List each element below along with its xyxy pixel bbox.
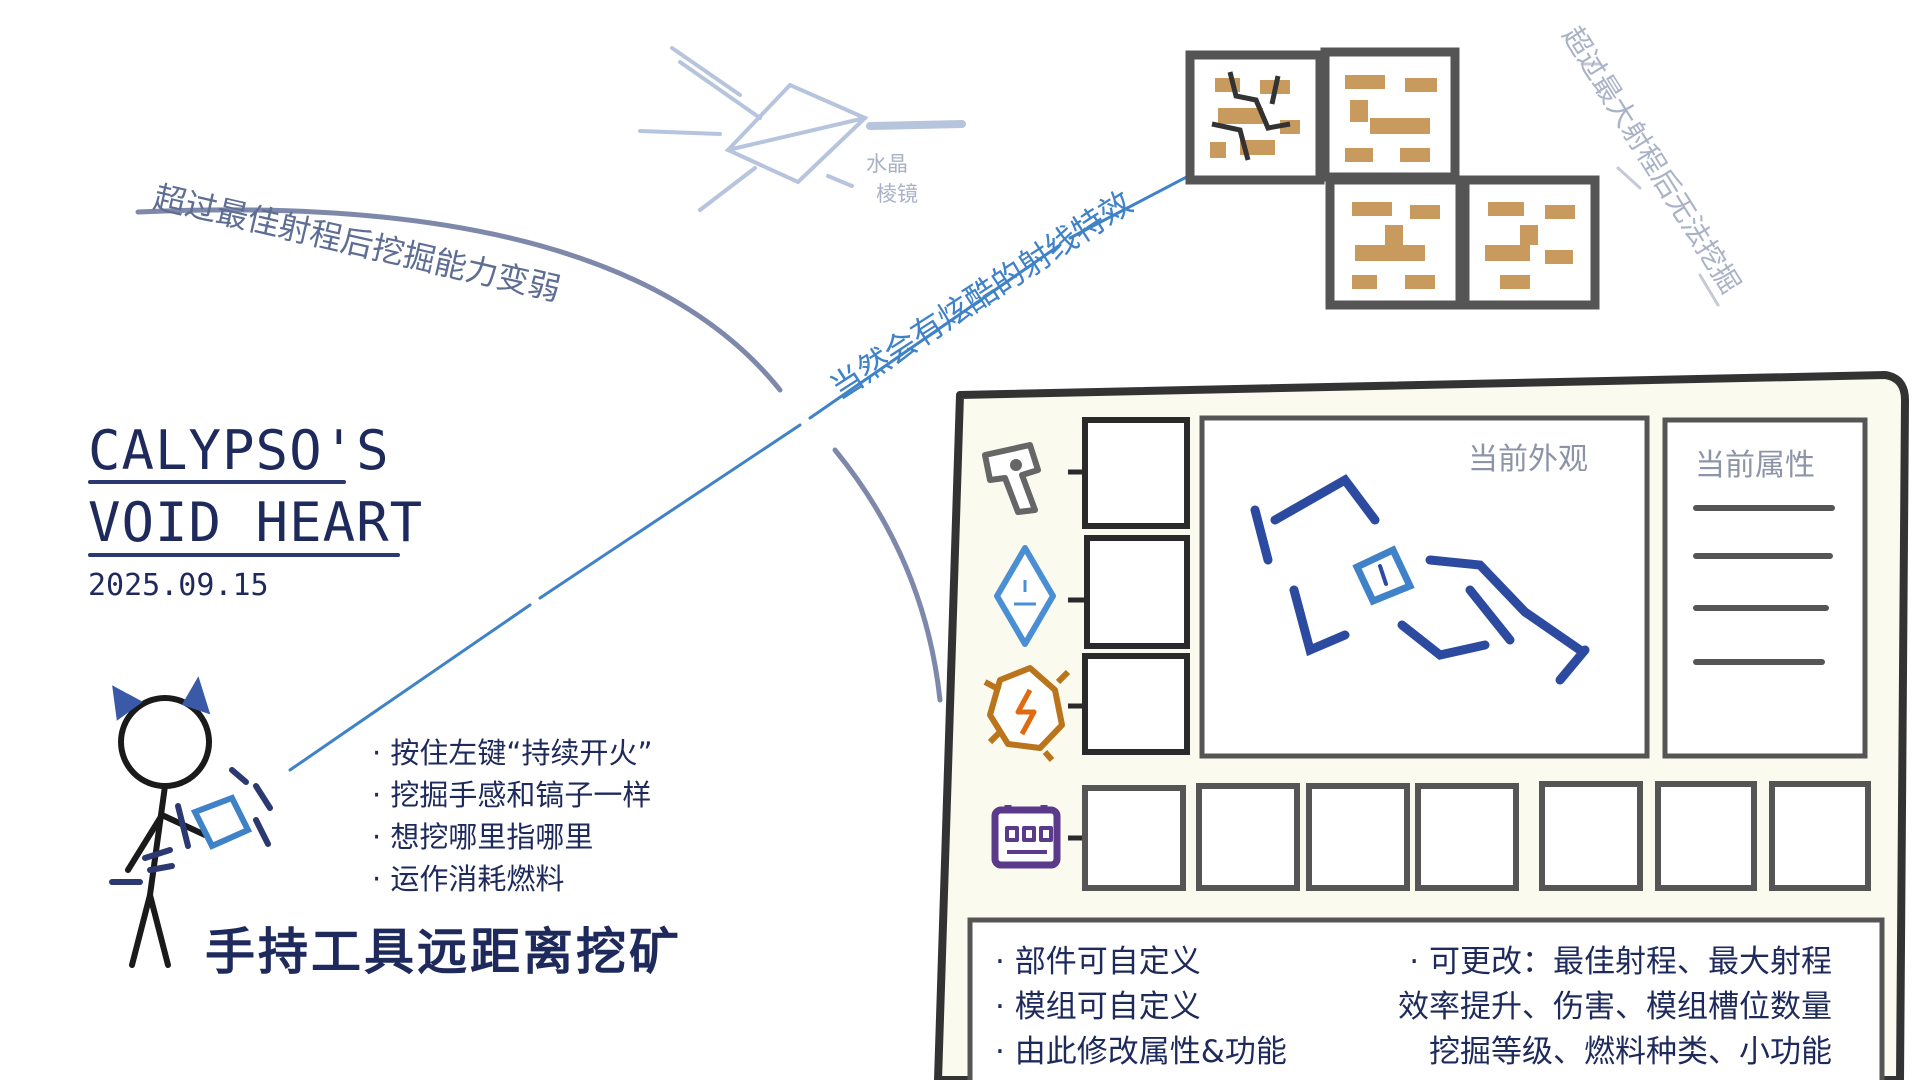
ore-block: [1460, 175, 1600, 310]
appearance-label: 当前外观: [1468, 442, 1588, 477]
pistol-grip-icon: [982, 442, 1041, 515]
title-underline-1: [88, 480, 346, 484]
feature-item: · 想挖哪里指哪里: [372, 820, 594, 855]
module-slot[interactable]: [1415, 783, 1519, 891]
attribute-lines: [1693, 505, 1835, 665]
ore-block: [1325, 175, 1465, 310]
info-right-item: · 可更改：最佳射程、最大射程: [1409, 944, 1832, 980]
ore-block: [1320, 47, 1460, 182]
ore-blocks: [1185, 47, 1600, 310]
module-slot[interactable]: [1769, 781, 1871, 891]
module-slot[interactable]: [1082, 785, 1186, 891]
handheld-mining-tool: [109, 767, 273, 885]
feature-item: · 按住左键“持续开火”: [372, 736, 653, 770]
title-date: 2025.09.15: [88, 568, 269, 603]
crystal-prism-sketch: [638, 46, 966, 212]
laser-beam: [288, 168, 1202, 772]
info-left-column: · 部件可自定义 · 模组可自定义 · 由此修改属性&功能: [995, 940, 1287, 1075]
max-range-marks: [1580, 62, 1720, 307]
module-slot[interactable]: [1196, 783, 1300, 891]
info-right-column: · 可更改：最佳射程、最大射程 效率提升、伤害、模组槽位数量 挖掘等级、燃料种类…: [1398, 940, 1832, 1075]
feature-item: · 挖掘手感和镐子一样: [372, 778, 652, 813]
info-right-item: 挖掘等级、燃料种类、小功能: [1429, 1033, 1832, 1070]
info-right-item: 效率提升、伤害、模组槽位数量: [1398, 988, 1832, 1025]
module-slot[interactable]: [1539, 781, 1643, 891]
part-slot-grip[interactable]: [1082, 417, 1190, 529]
attributes-pane: [1662, 417, 1868, 759]
energy-core-icon: [983, 665, 1071, 762]
part-slot-crystal[interactable]: [1084, 535, 1190, 649]
crystal-prism-icon: [994, 545, 1056, 647]
feature-item: · 运作消耗燃料: [372, 862, 565, 897]
ore-block-mined: [1185, 50, 1325, 185]
module-chip-icon: [991, 805, 1061, 869]
customization-panel: [934, 371, 1909, 1080]
appearance-preview: [1199, 415, 1650, 759]
falloff-arc-lower: [832, 447, 943, 703]
falloff-arc: [135, 207, 783, 393]
title-line-2: VOID HEART: [88, 491, 424, 554]
info-left-item: · 部件可自定义: [995, 944, 1201, 980]
attributes-label: 当前属性: [1695, 448, 1815, 483]
info-box: [967, 917, 1885, 1080]
module-slot[interactable]: [1655, 781, 1757, 891]
stick-figure: [112, 676, 212, 968]
tool-appearance-art: [1250, 474, 1590, 685]
crystal-label-2: 棱镜: [876, 182, 918, 206]
part-slot-core[interactable]: [1082, 653, 1190, 755]
title-line-1: CALYPSO'S: [88, 419, 390, 482]
module-slot[interactable]: [1306, 783, 1410, 891]
info-left-item: · 模组可自定义: [995, 988, 1201, 1025]
crystal-label-1: 水晶: [866, 152, 908, 176]
feature-list: · 按住左键“持续开火” · 挖掘手感和镐子一样 · 想挖哪里指哪里 · 运作消…: [372, 732, 653, 900]
info-left-item: · 由此修改属性&功能: [995, 1033, 1287, 1070]
title-underline-2: [88, 553, 400, 557]
tagline: 手持工具远距离挖矿: [205, 923, 682, 981]
